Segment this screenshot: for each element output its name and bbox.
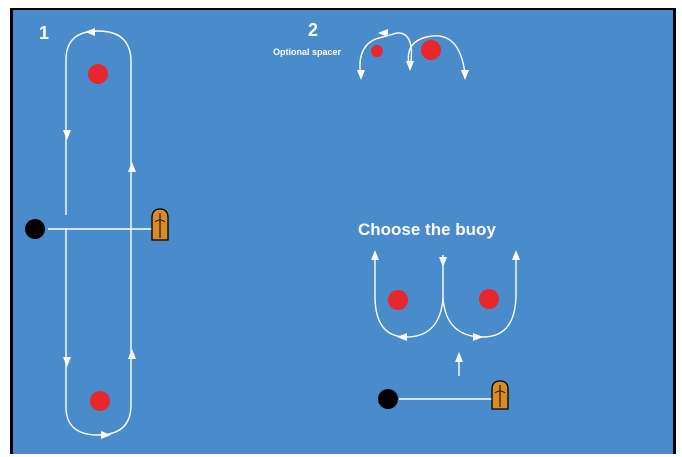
white-arrow-icon <box>461 70 469 80</box>
pattern-1-label: 1 <box>39 23 49 43</box>
white-arrow-icon <box>357 70 365 80</box>
red-buoy-icon <box>388 290 408 310</box>
pattern-2-buoy-rounding <box>407 35 466 75</box>
white-arrow-icon <box>406 61 414 71</box>
white-arrow-icon <box>101 431 111 439</box>
red-buoy-icon <box>371 45 383 57</box>
black-start-marker-icon <box>378 389 398 409</box>
white-arrow-icon <box>63 357 71 367</box>
boat-icon <box>491 380 509 410</box>
white-arrow-icon <box>397 333 407 341</box>
white-arrow-icon <box>128 349 136 359</box>
diagram-canvas: 1 2 Optional spacer Choose the buoy <box>25 20 520 439</box>
white-arrow-icon <box>128 162 136 172</box>
white-arrow-icon <box>473 333 483 341</box>
black-start-marker-icon <box>25 219 45 239</box>
optional-spacer-label: Optional spacer <box>273 47 342 57</box>
white-arrow-icon <box>455 352 463 362</box>
choose-buoy-left-route <box>374 255 444 338</box>
optional-spacer-route <box>359 32 413 79</box>
red-buoy-icon <box>479 289 499 309</box>
white-arrow-icon <box>85 28 95 36</box>
white-arrow-icon <box>378 29 388 37</box>
red-buoy-icon <box>90 391 110 411</box>
red-buoy-icon <box>88 64 108 84</box>
white-arrow-icon <box>512 250 520 260</box>
sailing-pattern-diagram: 1 2 Optional spacer Choose the buoy <box>10 8 676 454</box>
red-buoy-icon <box>421 40 441 60</box>
choose-buoy-label: Choose the buoy <box>358 220 496 239</box>
white-arrow-icon <box>371 250 379 260</box>
white-arrow-icon <box>439 257 447 267</box>
pattern-1-loop-route <box>65 30 132 436</box>
boat-icon <box>151 208 169 241</box>
pattern-2-label: 2 <box>308 20 318 40</box>
white-arrow-icon <box>63 130 71 140</box>
choose-buoy-right-route <box>442 255 517 338</box>
